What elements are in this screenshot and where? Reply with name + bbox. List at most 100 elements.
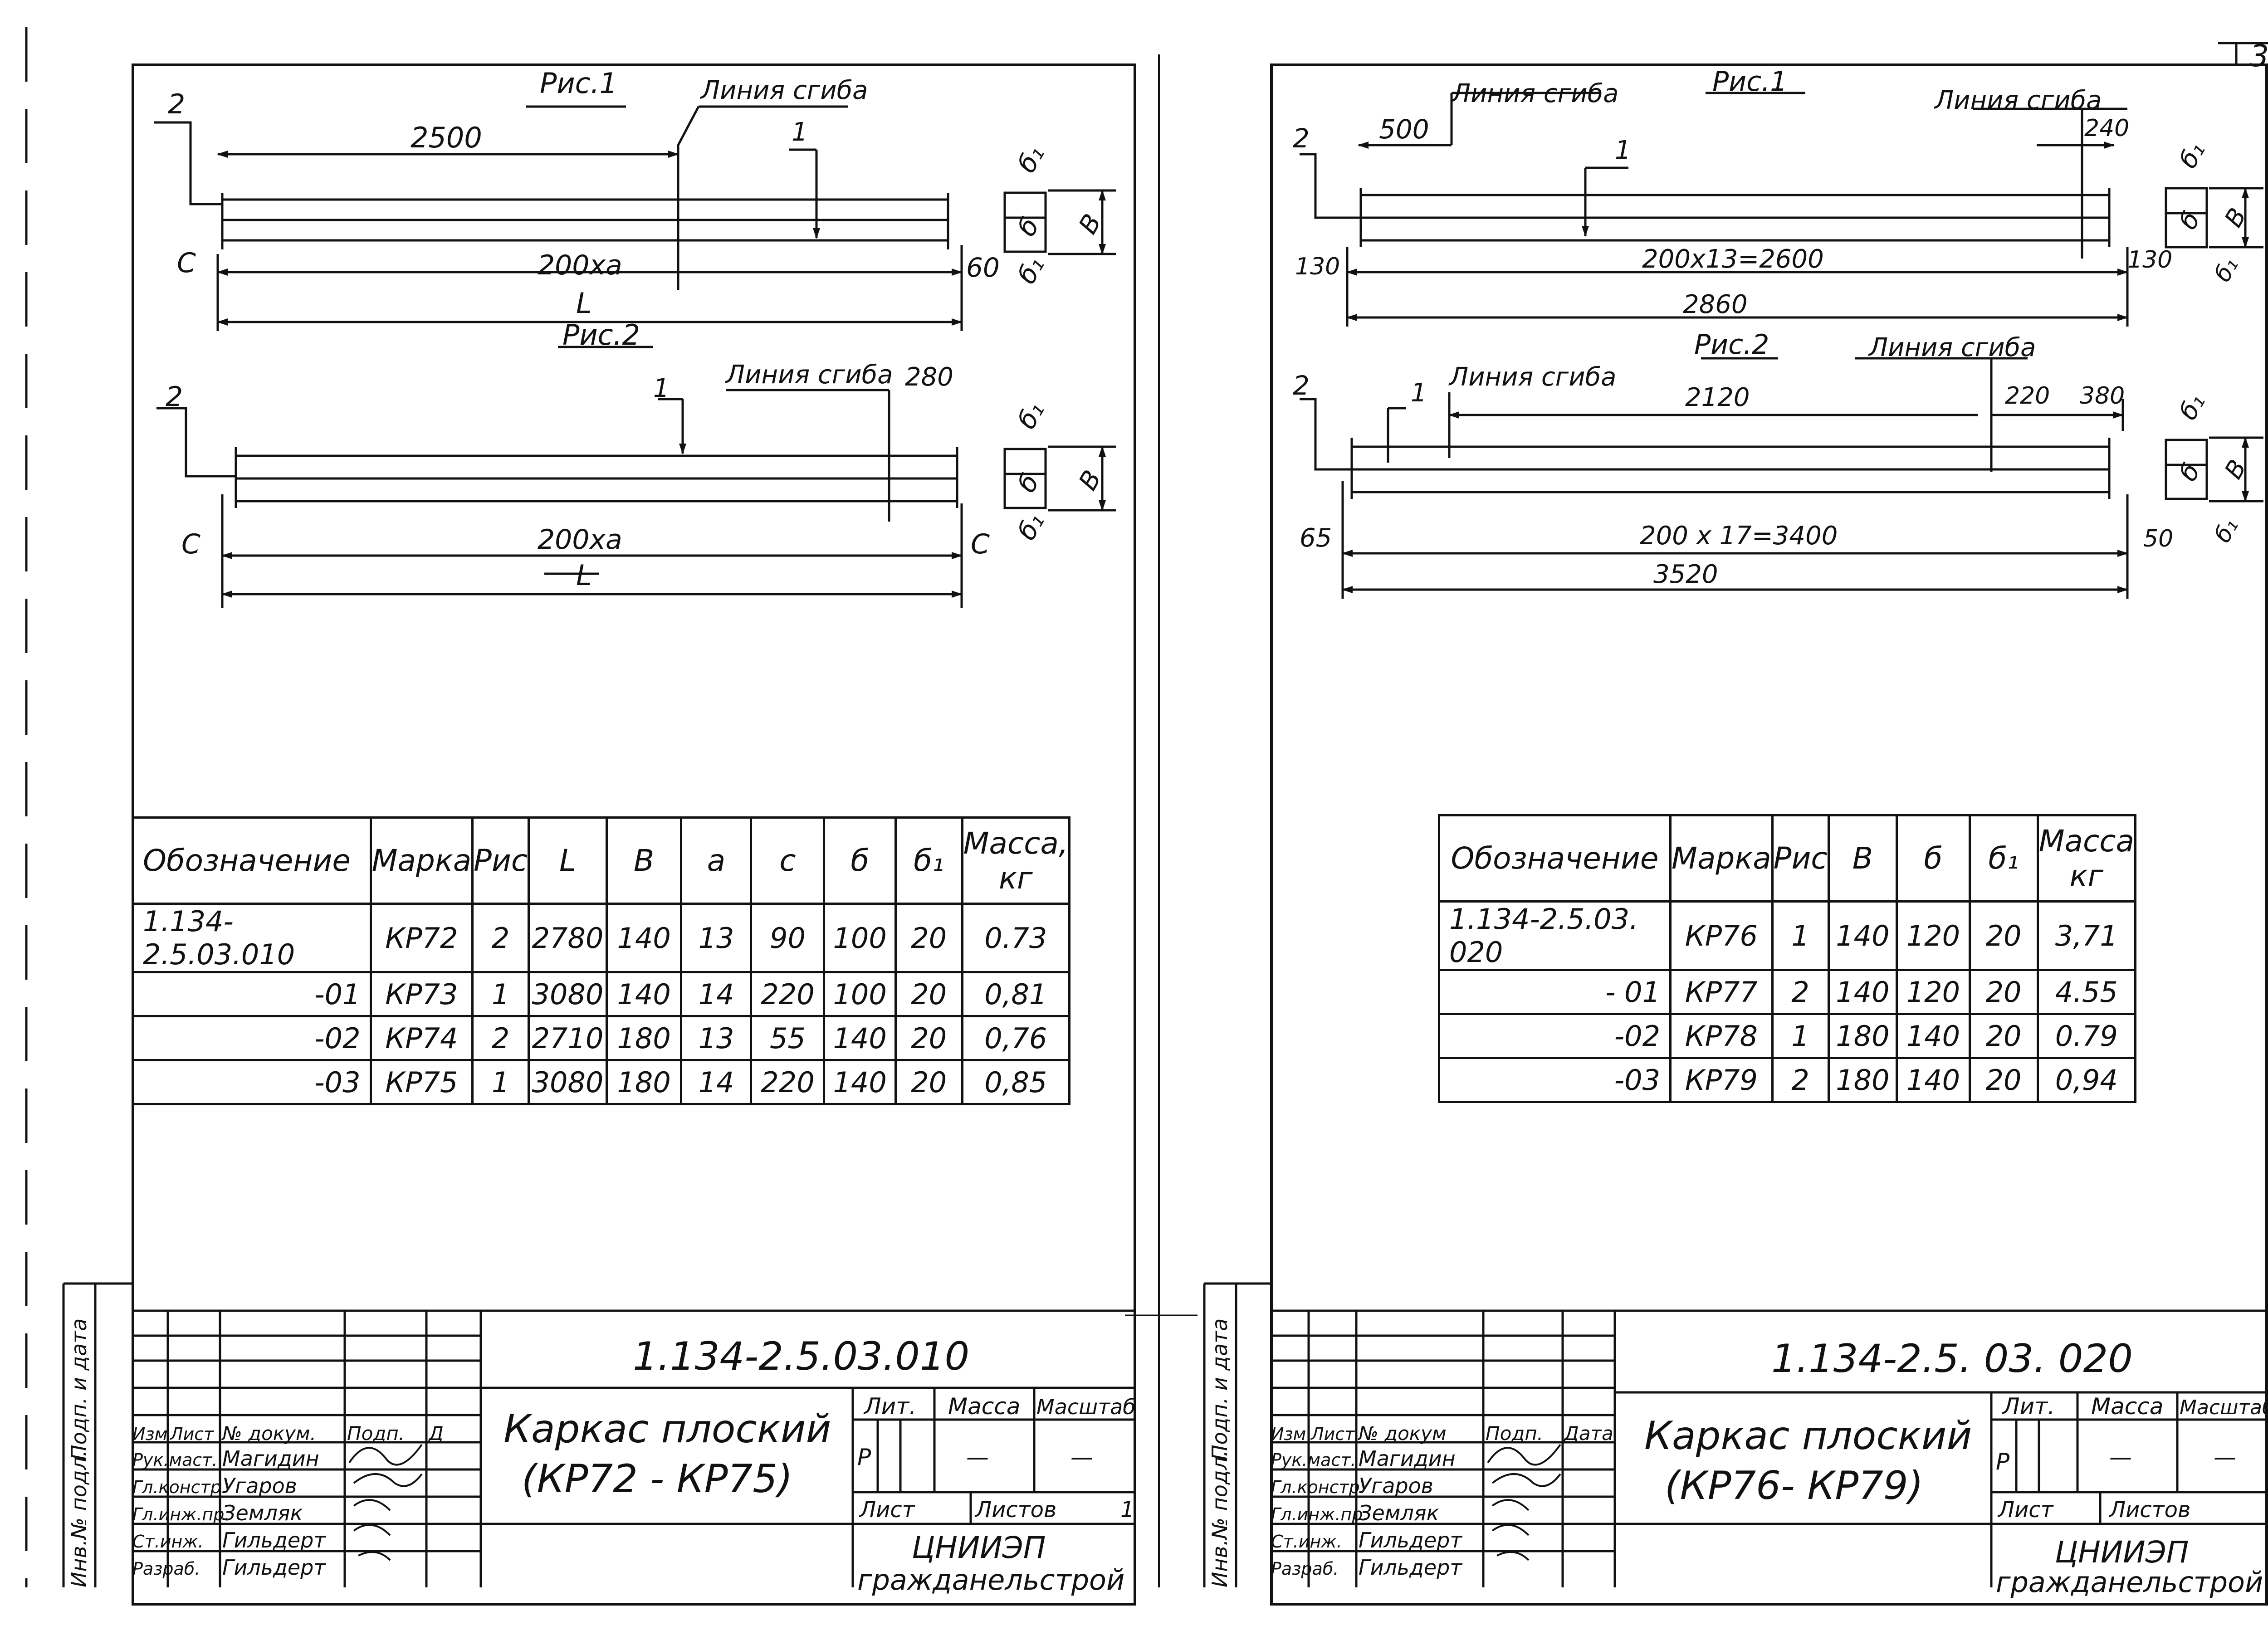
l-fig2-sec-b1-bot: б₁ xyxy=(1012,508,1051,545)
l-tb-col-sign: Подп. xyxy=(347,1422,405,1445)
left-table-header: Обозначение Марка Рис L В a c б б₁ Масса… xyxy=(132,816,1071,905)
r-tb-side-1: Подп. и дата xyxy=(1207,1318,1232,1460)
table-row: -02 КР78 1 180 140 20 0.79 xyxy=(1437,1013,2137,1059)
right-title-block: 1.134-2.5. 03. 020 Каркас плоский (КР76-… xyxy=(1203,1282,2268,1599)
rh-4: б xyxy=(1896,814,1971,903)
table-row: -03 КР75 1 3080 180 14 220 140 20 0,85 xyxy=(132,1059,1071,1105)
l-tb-col-izm: Изм xyxy=(132,1424,167,1444)
cell: 120 xyxy=(1896,969,1971,1015)
l-fig2-sec-b1-top: б₁ xyxy=(1012,397,1051,434)
l-fig1-span: 200xa xyxy=(538,249,622,281)
cell: 0.79 xyxy=(2036,1013,2137,1059)
r-fig1-mark1: 1 xyxy=(1615,136,1631,165)
l-fig1-title: Рис.1 xyxy=(540,67,617,100)
r-tb-sheet: Лист xyxy=(1997,1497,2054,1523)
table-row: 1.134-2.5.03. 020 КР76 1 140 120 20 3,71 xyxy=(1437,900,2137,971)
cell: 2 xyxy=(1771,1057,1830,1103)
cell: КР72 xyxy=(369,903,474,973)
r-fig1-dim-left: 500 xyxy=(1379,114,1429,145)
r-tb-name-4v: Гильдерт xyxy=(1359,1555,1462,1580)
cell: 20 xyxy=(894,1015,963,1061)
r-fig2-sec-b1-bot: б₁ xyxy=(2209,514,2244,547)
l-fig1-sec-b1-bot: б₁ xyxy=(1012,252,1051,289)
cell: 140 xyxy=(823,1059,897,1105)
r-tb-stage: Р xyxy=(1996,1449,2010,1475)
cell: 140 xyxy=(1896,1013,1971,1059)
lh-4: В xyxy=(605,816,683,905)
lh-0: Обозначение xyxy=(132,816,372,905)
r-fig2-title: Рис.2 xyxy=(1694,329,1769,361)
r-fig2-mark1: 1 xyxy=(1411,378,1427,408)
rh-1: Марка xyxy=(1669,814,1774,903)
cell: 1 xyxy=(1771,900,1830,971)
l-tb-masshtab: Масштаб xyxy=(1036,1395,1136,1419)
r-fig2-end-right: 50 xyxy=(2143,525,2173,552)
right-table-header: Обозначение Марка Рис В б б₁ Масса кг xyxy=(1437,814,2137,903)
l-fig1-mark1: 1 xyxy=(792,117,808,147)
l-fig1-end: 60 xyxy=(966,252,1000,283)
r-fig2-sec-b1-top: б₁ xyxy=(2174,389,2211,425)
cell: КР75 xyxy=(369,1059,474,1105)
cell: 2780 xyxy=(528,903,608,973)
cell: 20 xyxy=(1968,1057,2039,1103)
r-fig2-end-left: 65 xyxy=(1300,523,1332,553)
r-tb-masshtab: Масштаб xyxy=(2180,1396,2268,1419)
r-fig1-span: 200x13=2600 xyxy=(1642,244,1824,274)
cell: 0,81 xyxy=(961,971,1071,1017)
cell: 1.134-2.5.03. 020 xyxy=(1437,900,1672,971)
r-tb-sheets: Листов xyxy=(2108,1497,2190,1523)
left-spec-table: Обозначение Марка Рис L В a c б б₁ Масса… xyxy=(132,816,1071,1105)
r-fig1-total: 2860 xyxy=(1683,290,1748,319)
l-tb-org-1: ЦНИИЭП xyxy=(912,1530,1046,1565)
cell: 20 xyxy=(894,971,963,1017)
r-fig2-total: 3520 xyxy=(1653,560,1718,589)
l-fig1-total: L xyxy=(576,287,592,320)
cell: 0,76 xyxy=(961,1015,1071,1061)
r-tb-role-4: Разраб. xyxy=(1271,1559,1339,1579)
r-fig1-sec-b: б xyxy=(2174,207,2206,234)
cell: 3,71 xyxy=(2036,900,2137,971)
r-tb-dash-scale: — xyxy=(2214,1444,2236,1470)
cell: 20 xyxy=(894,903,963,973)
lh-9: Масса, кг xyxy=(961,816,1071,905)
cell: 1 xyxy=(471,971,530,1017)
l-tb-role-3: Ст.инж. xyxy=(132,1532,204,1552)
r-fig1-sec-b1-bot: б₁ xyxy=(2209,253,2244,286)
r-tb-role-1: Гл.констр. xyxy=(1271,1477,1365,1497)
l-tb-name-0: Магидин xyxy=(222,1446,319,1471)
l-tb-sheets: Листов xyxy=(974,1497,1056,1523)
l-fig2-span: 200xa xyxy=(538,524,622,556)
r-fig1-dim-right: 240 xyxy=(2084,115,2129,142)
cell: 13 xyxy=(680,903,753,973)
cell: 1 xyxy=(1771,1013,1830,1059)
r-fig1-bend-right: Линия сгиба xyxy=(1934,86,2102,115)
r-fig2-dim-380: 380 xyxy=(2080,382,2125,410)
l-tb-role-1: Гл.констр. xyxy=(132,1477,227,1497)
cell: 0,85 xyxy=(961,1059,1071,1105)
r-tb-col-date: Дата xyxy=(1563,1422,1613,1445)
cell: 180 xyxy=(1827,1057,1898,1103)
rh-2: Рис xyxy=(1771,814,1830,903)
cell: 14 xyxy=(680,971,753,1017)
left-drawings: Рис.1 Линия сгиба 1 2 2500 C 200xa 60 L … xyxy=(154,67,1116,608)
r-fig2-dim-mid: 2120 xyxy=(1685,383,1750,412)
l-tb-name-2: (КР72 - КР75) xyxy=(522,1456,793,1502)
l-fig2-bendline: Линия сгиба xyxy=(725,360,893,390)
cell: 55 xyxy=(750,1015,826,1061)
cell: КР76 xyxy=(1669,900,1774,971)
r-fig1-mark2: 2 xyxy=(1293,123,1310,154)
l-tb-side-1: Подп. и дата xyxy=(67,1318,91,1460)
r-tb-col-list: Лист xyxy=(1310,1424,1355,1444)
lh-2: Рис xyxy=(471,816,530,905)
cell: 1.134-2.5.03.010 xyxy=(132,903,372,973)
l-tb-side-2: Инв.№ подл. xyxy=(67,1450,91,1587)
cell: -01 xyxy=(132,971,372,1017)
l-tb-lit: Лит. xyxy=(863,1393,916,1420)
left-title-block: 1.134-2.5.03.010 Каркас плоский (КР72 - … xyxy=(62,1282,1136,1596)
cell: 20 xyxy=(1968,969,2039,1015)
l-tb-name-1: Каркас плоский xyxy=(503,1406,831,1452)
lh-8: б₁ xyxy=(894,816,963,905)
l-fig2-total: L xyxy=(576,559,592,592)
cell: КР73 xyxy=(369,971,474,1017)
